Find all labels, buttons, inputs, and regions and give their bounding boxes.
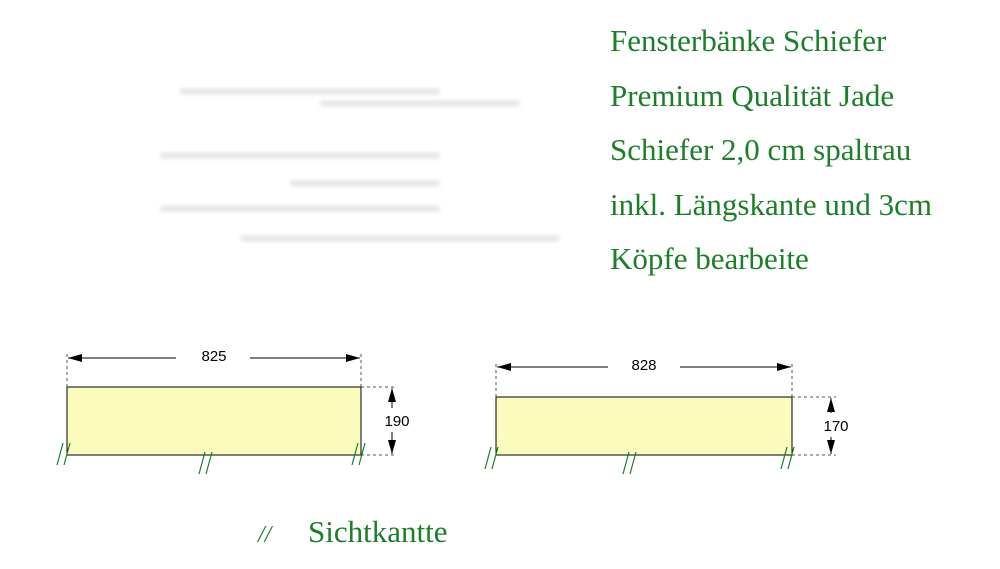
piece-2-depth-label: 170 [823, 418, 848, 435]
piece-2-width-label: 828 [631, 357, 656, 374]
legend-label: Sichtkantte [308, 514, 448, 549]
title-line-3: Schiefer 2,0 cm spaltrau [610, 132, 912, 167]
title-line-5: Köpfe bearbeite [610, 241, 809, 276]
legend: // Sichtkantte [258, 514, 447, 550]
piece-1: 825 190 [56, 348, 410, 475]
title-line-1: Fensterbänke Schiefer [610, 23, 887, 58]
legend-symbol: // [258, 522, 272, 548]
piece-1-width-label: 825 [201, 348, 226, 365]
visible-edge-marks [484, 446, 795, 475]
piece-1-rect [66, 386, 362, 456]
title-line-2: Premium Qualität Jade [610, 77, 895, 113]
faded-background-text [160, 70, 560, 270]
title-line-4: inkl. Längskante und 3cm [610, 186, 932, 222]
visible-edge-marks [56, 442, 366, 475]
piece-1-depth-label: 190 [384, 413, 409, 430]
piece-2-rect [495, 396, 793, 456]
piece-2: 828 170 [484, 357, 849, 475]
title-block: Fensterbänke Schiefer Premium Qualität J… [610, 14, 932, 287]
